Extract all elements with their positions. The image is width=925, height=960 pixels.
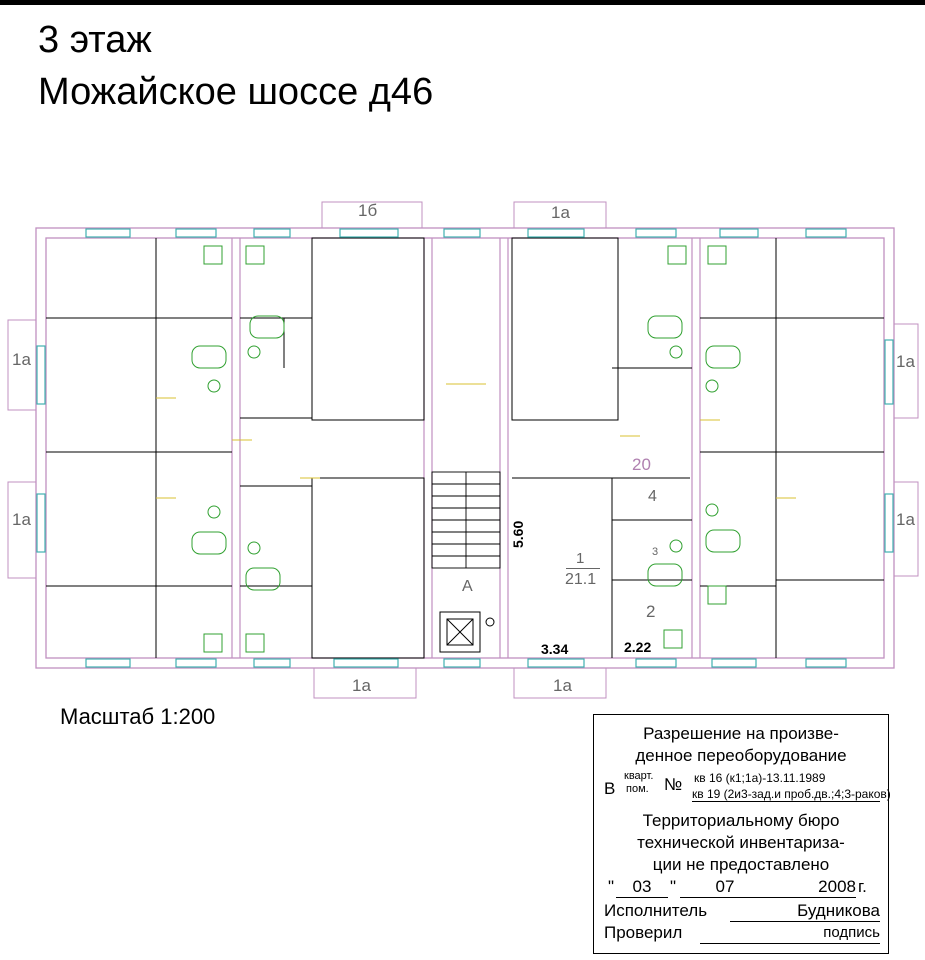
stamp-line: Территориальному бюро: [642, 811, 840, 830]
plumbing-fixtures: [191, 245, 741, 653]
window-label: 1б: [358, 201, 378, 220]
top-border: [0, 0, 925, 5]
stamp-kv-line: кв 19 (2и3-зад.и проб.дв.;4;3-раков): [692, 787, 891, 802]
window-label: 1а: [352, 676, 371, 695]
door-markers: [156, 383, 796, 499]
window-label: 1а: [896, 352, 915, 371]
room-number: 1: [576, 550, 585, 567]
executor-label: Исполнитель: [604, 901, 708, 920]
stamp-quote: ": [608, 877, 615, 896]
room-area: 21.1: [565, 571, 597, 588]
floor-title: 3 этаж: [38, 19, 152, 61]
stamp-pom: пом.: [626, 783, 649, 795]
checker-label: Проверил: [604, 923, 683, 942]
stamp-line: Разрешение на произве-: [643, 724, 839, 743]
stair: [431, 471, 501, 569]
signature-line: подпись: [700, 923, 880, 944]
window-label: 1а: [12, 510, 31, 529]
stamp-day: 03: [616, 877, 668, 898]
stamp-line: ции не предоставлено: [652, 855, 830, 874]
room-number: 3: [652, 546, 659, 558]
scale-label: Масштаб 1:200: [60, 704, 216, 729]
stamp-year: 2008: [770, 877, 856, 898]
area-fraction-line: [566, 568, 600, 569]
stamp-year-suffix: г.: [858, 877, 867, 896]
stamp-line: технической инвентариза-: [637, 833, 845, 852]
stamp-quote: ": [670, 877, 677, 896]
room-number: 20: [632, 455, 651, 474]
stair-label: А: [462, 578, 473, 595]
room-number: 4: [648, 488, 657, 505]
room-walls: [46, 237, 884, 659]
stamp-month: 07: [680, 877, 770, 898]
windows: [36, 228, 894, 668]
stamp-v: В: [604, 779, 616, 798]
stamp-kv-line: кв 16 (к1;1а)-13.11.1989: [694, 771, 826, 785]
dimension-label: 3.34: [541, 641, 569, 657]
dimension-label: 5.60: [510, 520, 526, 548]
dimension-label: 2.22: [624, 639, 652, 655]
stamp-kvart: кварт.: [624, 770, 654, 782]
window-label: 1а: [553, 676, 572, 695]
stamp-line: денное переоборудование: [635, 746, 847, 765]
elevator-icon: [439, 611, 495, 653]
window-label: 1а: [896, 510, 915, 529]
address-title: Можайское шоссе д46: [38, 71, 434, 113]
window-label: 1а: [551, 203, 570, 222]
window-label: 1а: [12, 350, 31, 369]
permit-stamp: Разрешение на произве- денное переоборуд…: [593, 714, 891, 954]
executor-name: Будникова: [730, 901, 880, 922]
room-number: 2: [646, 602, 656, 621]
balconies: [7, 201, 919, 699]
stamp-num-sign: №: [664, 775, 683, 794]
exterior-walls: [35, 227, 895, 669]
